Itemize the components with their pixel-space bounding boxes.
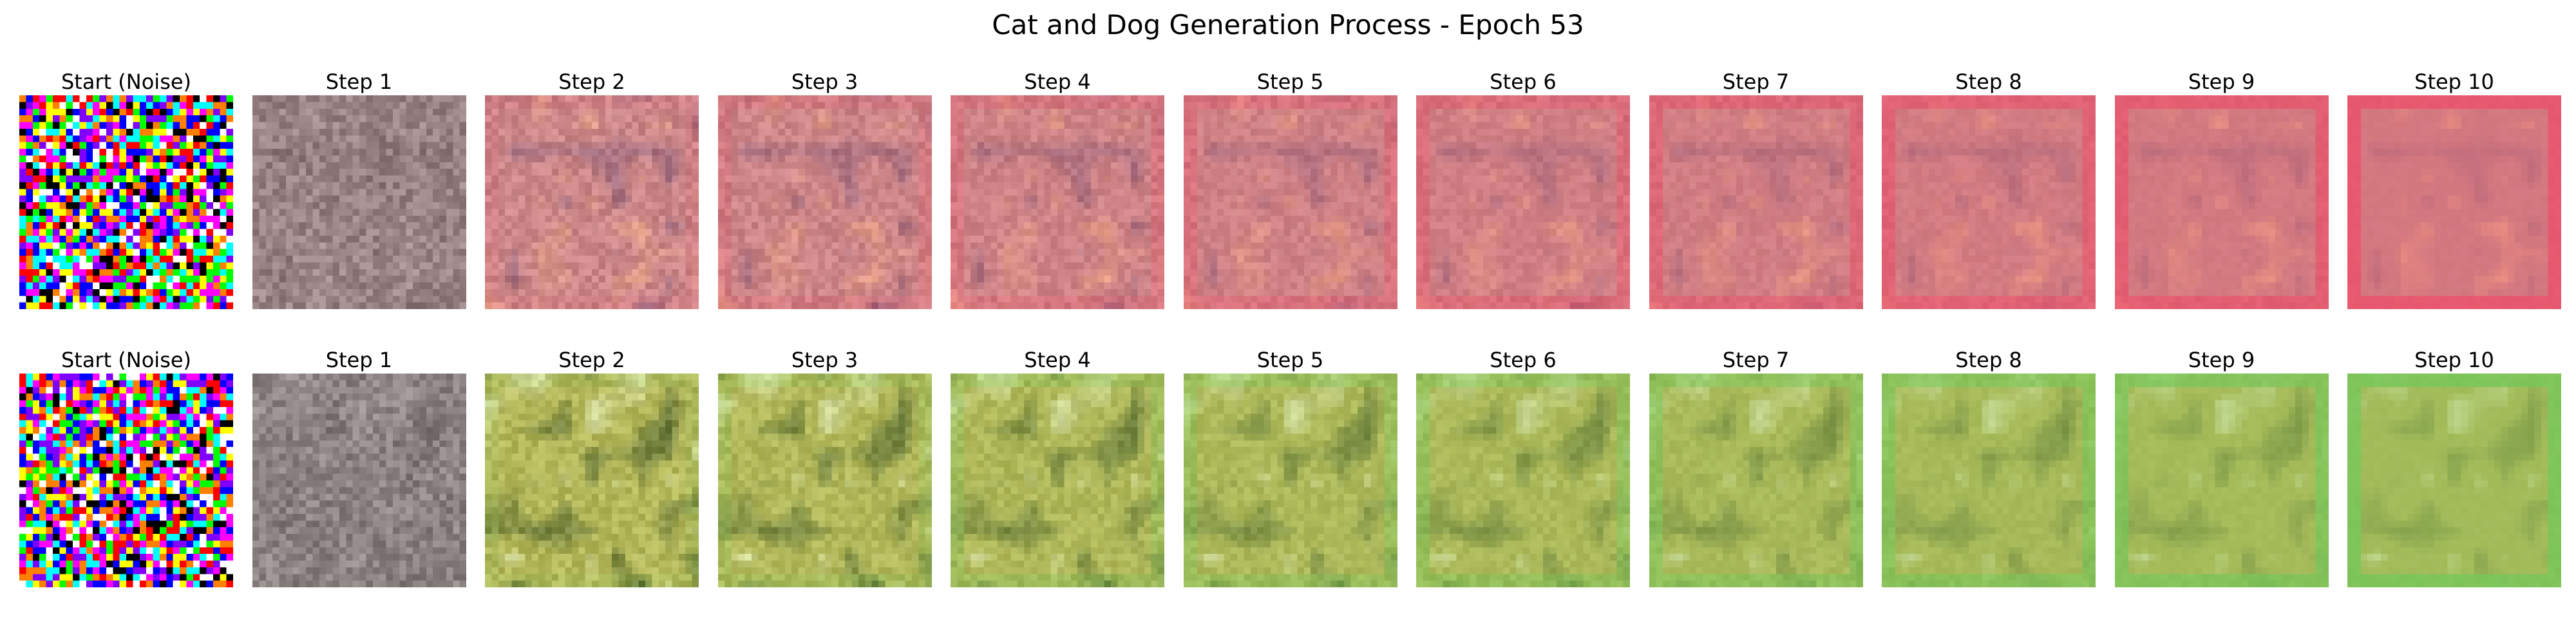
panel-title: Step 7 (1722, 70, 1790, 94)
generated-image (1649, 95, 1863, 309)
generated-image (951, 95, 1164, 309)
panel-title: Step 6 (1490, 70, 1557, 94)
figure-title: Cat and Dog Generation Process - Epoch 5… (992, 9, 1584, 41)
row-1-panel-4: Step 4 (951, 70, 1164, 309)
panel-title: Step 3 (791, 348, 858, 372)
row-2-panel-6: Step 6 (1416, 348, 1630, 587)
panel-title: Step 2 (558, 348, 625, 372)
row-2-panel-9: Step 9 (2114, 348, 2329, 587)
panel-title: Step 4 (1024, 348, 1091, 372)
row-1-panel-5: Step 5 (1183, 70, 1397, 309)
row-2-panel-4: Step 4 (951, 348, 1164, 587)
row-1-panel-3: Step 3 (717, 70, 932, 309)
generated-image (485, 374, 699, 587)
panel-title: Step 10 (2414, 70, 2494, 94)
row-1-panel-1: Step 1 (252, 70, 466, 309)
row-2-panel-1: Step 1 (252, 348, 466, 587)
panel-title: Step 2 (558, 70, 625, 94)
row-2-panel-3: Step 3 (717, 348, 932, 587)
row-1-panel-8: Step 8 (1882, 70, 2096, 309)
row-2-panel-5: Step 5 (1183, 348, 1397, 587)
generated-image (1183, 374, 1397, 587)
generated-image (1649, 374, 1863, 587)
generated-image (1882, 374, 2096, 587)
generated-image (2347, 374, 2561, 587)
generated-image (717, 374, 932, 587)
panel-title: Start (Noise) (61, 70, 192, 94)
panel-title: Step 9 (2188, 348, 2255, 372)
panel-title: Step 7 (1722, 348, 1790, 372)
row-1-panel-10: Step 10 (2347, 70, 2561, 309)
row-2-panel-10: Step 10 (2347, 348, 2561, 587)
row-2-panel-7: Step 7 (1649, 348, 1863, 587)
panel-title: Step 3 (791, 70, 858, 94)
panel-title: Step 5 (1256, 70, 1324, 94)
row-2-panel-8: Step 8 (1882, 348, 2096, 587)
row-1-panel-0: Start (Noise) (19, 70, 233, 309)
row-1-panel-7: Step 7 (1649, 70, 1863, 309)
panel-title: Step 1 (325, 348, 393, 372)
panel-title: Step 8 (1955, 348, 2022, 372)
panel-title: Step 4 (1024, 70, 1091, 94)
panel-title: Step 5 (1256, 348, 1324, 372)
generated-image (1416, 95, 1630, 309)
panel-title: Step 6 (1490, 348, 1557, 372)
panel-title: Step 9 (2188, 70, 2255, 94)
generated-image (1882, 95, 2096, 309)
row-1-panel-9: Step 9 (2114, 70, 2329, 309)
generated-image (252, 374, 466, 587)
generated-image (717, 95, 932, 309)
noise-image (19, 95, 233, 309)
generated-image (485, 95, 699, 309)
row-2-panel-0: Start (Noise) (19, 348, 233, 587)
row-1-panel-2: Step 2 (485, 70, 699, 309)
row-2-panel-2: Step 2 (485, 348, 699, 587)
generated-image (252, 95, 466, 309)
panel-title: Step 8 (1955, 70, 2022, 94)
noise-image (19, 374, 233, 587)
row-1-panel-6: Step 6 (1416, 70, 1630, 309)
panel-title: Step 10 (2414, 348, 2494, 372)
generated-image (2114, 374, 2329, 587)
generated-image (951, 374, 1164, 587)
generated-image (1416, 374, 1630, 587)
generated-image (2114, 95, 2329, 309)
generated-image (2347, 95, 2561, 309)
panel-title: Start (Noise) (61, 348, 192, 372)
generated-image (1183, 95, 1397, 309)
panel-title: Step 1 (325, 70, 393, 94)
